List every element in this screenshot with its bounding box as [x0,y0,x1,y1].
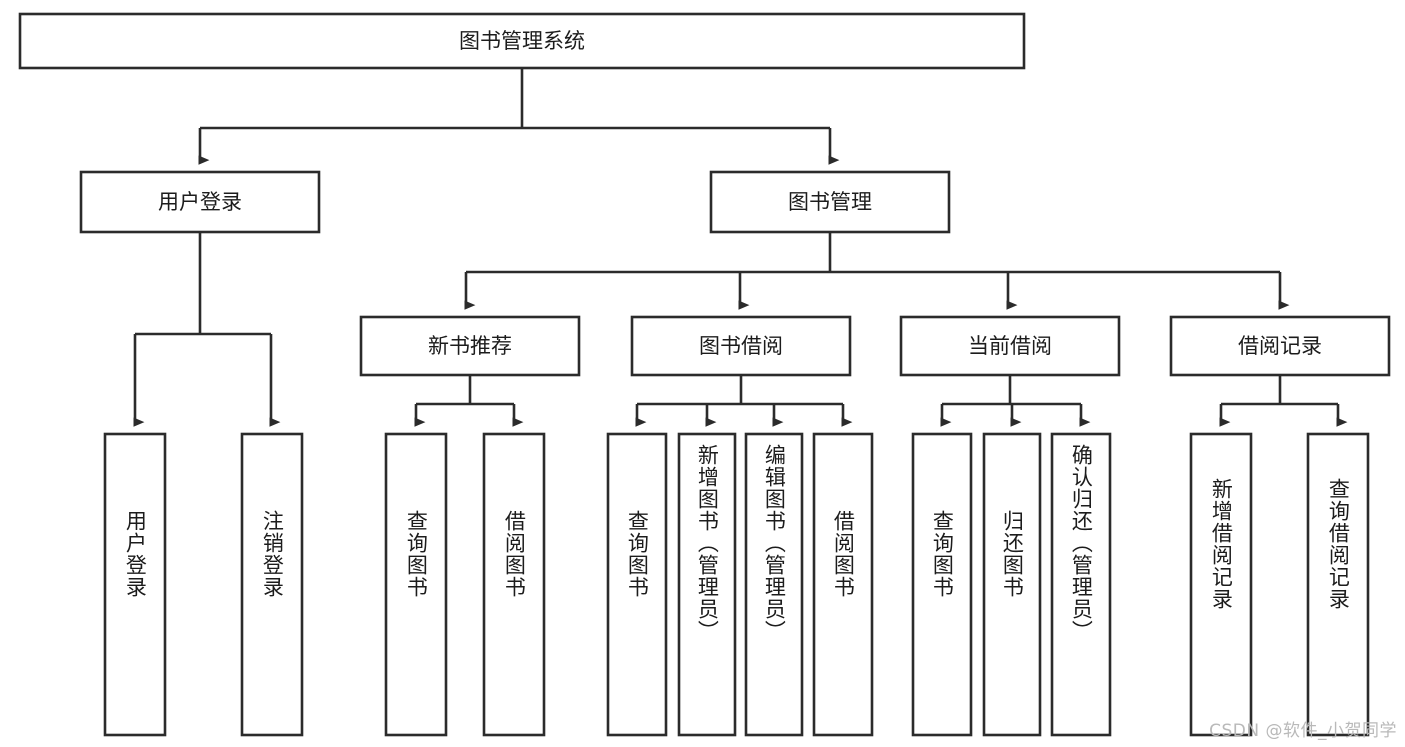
leaf-box-query-book-1[interactable] [384,432,448,737]
leaf-box-return-book[interactable] [982,432,1042,737]
leaf-box-borrow-book-1[interactable] [482,432,546,737]
leaf-box-query-book-3[interactable] [911,432,973,737]
node-current-borrow-label: 当前借阅 [968,334,1052,358]
node-user-login-box[interactable] [79,170,321,234]
leaf-box-edit-book[interactable] [744,432,804,737]
leaf-box-add-book[interactable] [677,432,737,737]
node-current-borrow-box[interactable] [899,315,1121,377]
leaf-box-borrow-book-2[interactable] [812,432,874,737]
node-borrow-record-label: 借阅记录 [1238,334,1322,358]
node-root-label: 图书管理系统 [459,29,585,53]
node-new-book-recommend-box[interactable] [359,315,581,377]
leaf-box-logout-login[interactable] [240,432,304,737]
watermark-text: CSDN @软件_小贺同学 [1209,721,1397,741]
node-user-login-label: 用户登录 [158,190,242,214]
leaf-box-confirm-return[interactable] [1050,432,1112,737]
leaf-box-add-borrow-record[interactable] [1189,432,1253,737]
leaf-box-user-login[interactable] [103,432,167,737]
leaf-box-query-book-2[interactable] [606,432,668,737]
node-new-book-recommend-label: 新书推荐 [428,334,512,358]
node-book-borrow-label: 图书借阅 [699,334,783,358]
leaf-box-query-borrow-record[interactable] [1306,432,1370,737]
node-book-management-label: 图书管理 [788,190,872,214]
node-root-box[interactable] [18,12,1026,70]
